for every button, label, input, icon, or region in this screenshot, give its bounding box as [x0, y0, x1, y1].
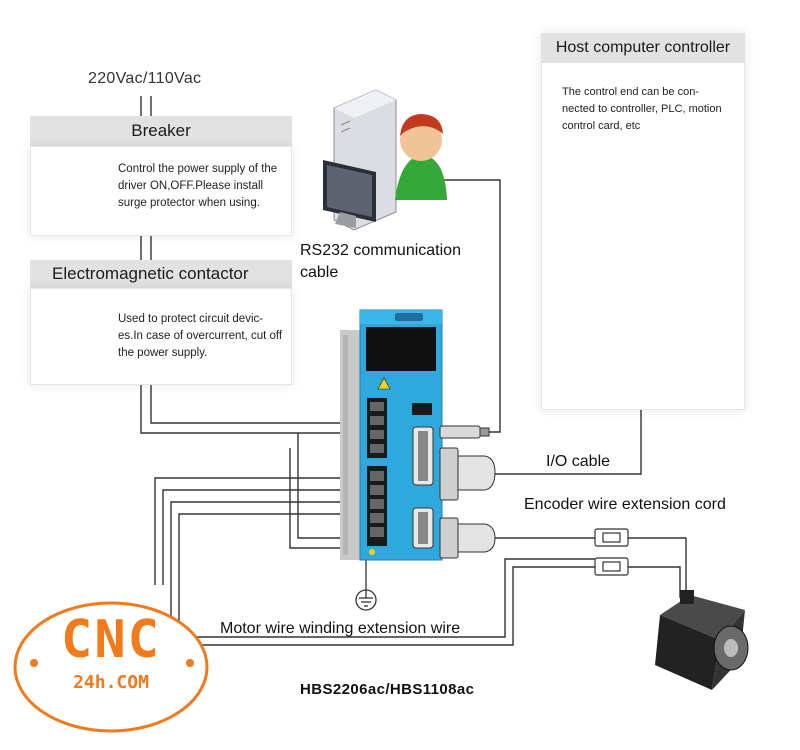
logo-text: CNC [61, 610, 161, 670]
breaker-title: Breaker [30, 116, 292, 146]
contactor-description: Used to protect circuit devic-es.In case… [118, 313, 283, 359]
servo-driver [340, 309, 443, 561]
io-cable-label: I/O cable [546, 453, 611, 470]
mains-wires [140, 96, 375, 434]
rs232-cable [440, 179, 501, 433]
rs232-cable-label: RS232 communication cable [300, 242, 461, 281]
io-plug [439, 447, 496, 501]
driver-model-label: HBS2206ac/HBS1108ac [300, 681, 475, 698]
breaker-panel [30, 146, 292, 236]
servo-motor-icon [655, 590, 749, 690]
host-description: The control end can be con-nected to con… [562, 86, 722, 132]
motor-wire-label: Motor wire winding extension wire [220, 620, 461, 637]
power-terminal-block [367, 398, 387, 458]
host-title: Host computer controller [541, 33, 745, 63]
cnc24h-logo [13, 601, 209, 733]
logo-subtext: 24h.COM [73, 672, 149, 693]
encoder-cable-label: Encoder wire extension cord [524, 496, 726, 513]
power-supply-label: 220Vac/110Vac [88, 70, 202, 87]
contactor-panel [30, 288, 292, 385]
contactor-title: Electromagnetic contactor [30, 260, 292, 288]
motor-extension-connector [594, 557, 629, 576]
ground-icon [355, 558, 377, 611]
encoder-extension-connector [594, 528, 629, 547]
driver-display [366, 327, 436, 371]
breaker-description: Control the power supply of the driver O… [118, 163, 278, 209]
computer-user-icon [323, 89, 447, 231]
encoder-plug [439, 517, 496, 559]
warning-icon [377, 377, 391, 390]
rs232-plug [439, 425, 490, 439]
io-cable [492, 410, 642, 475]
host-panel [541, 33, 745, 410]
rs232-port [412, 403, 432, 415]
